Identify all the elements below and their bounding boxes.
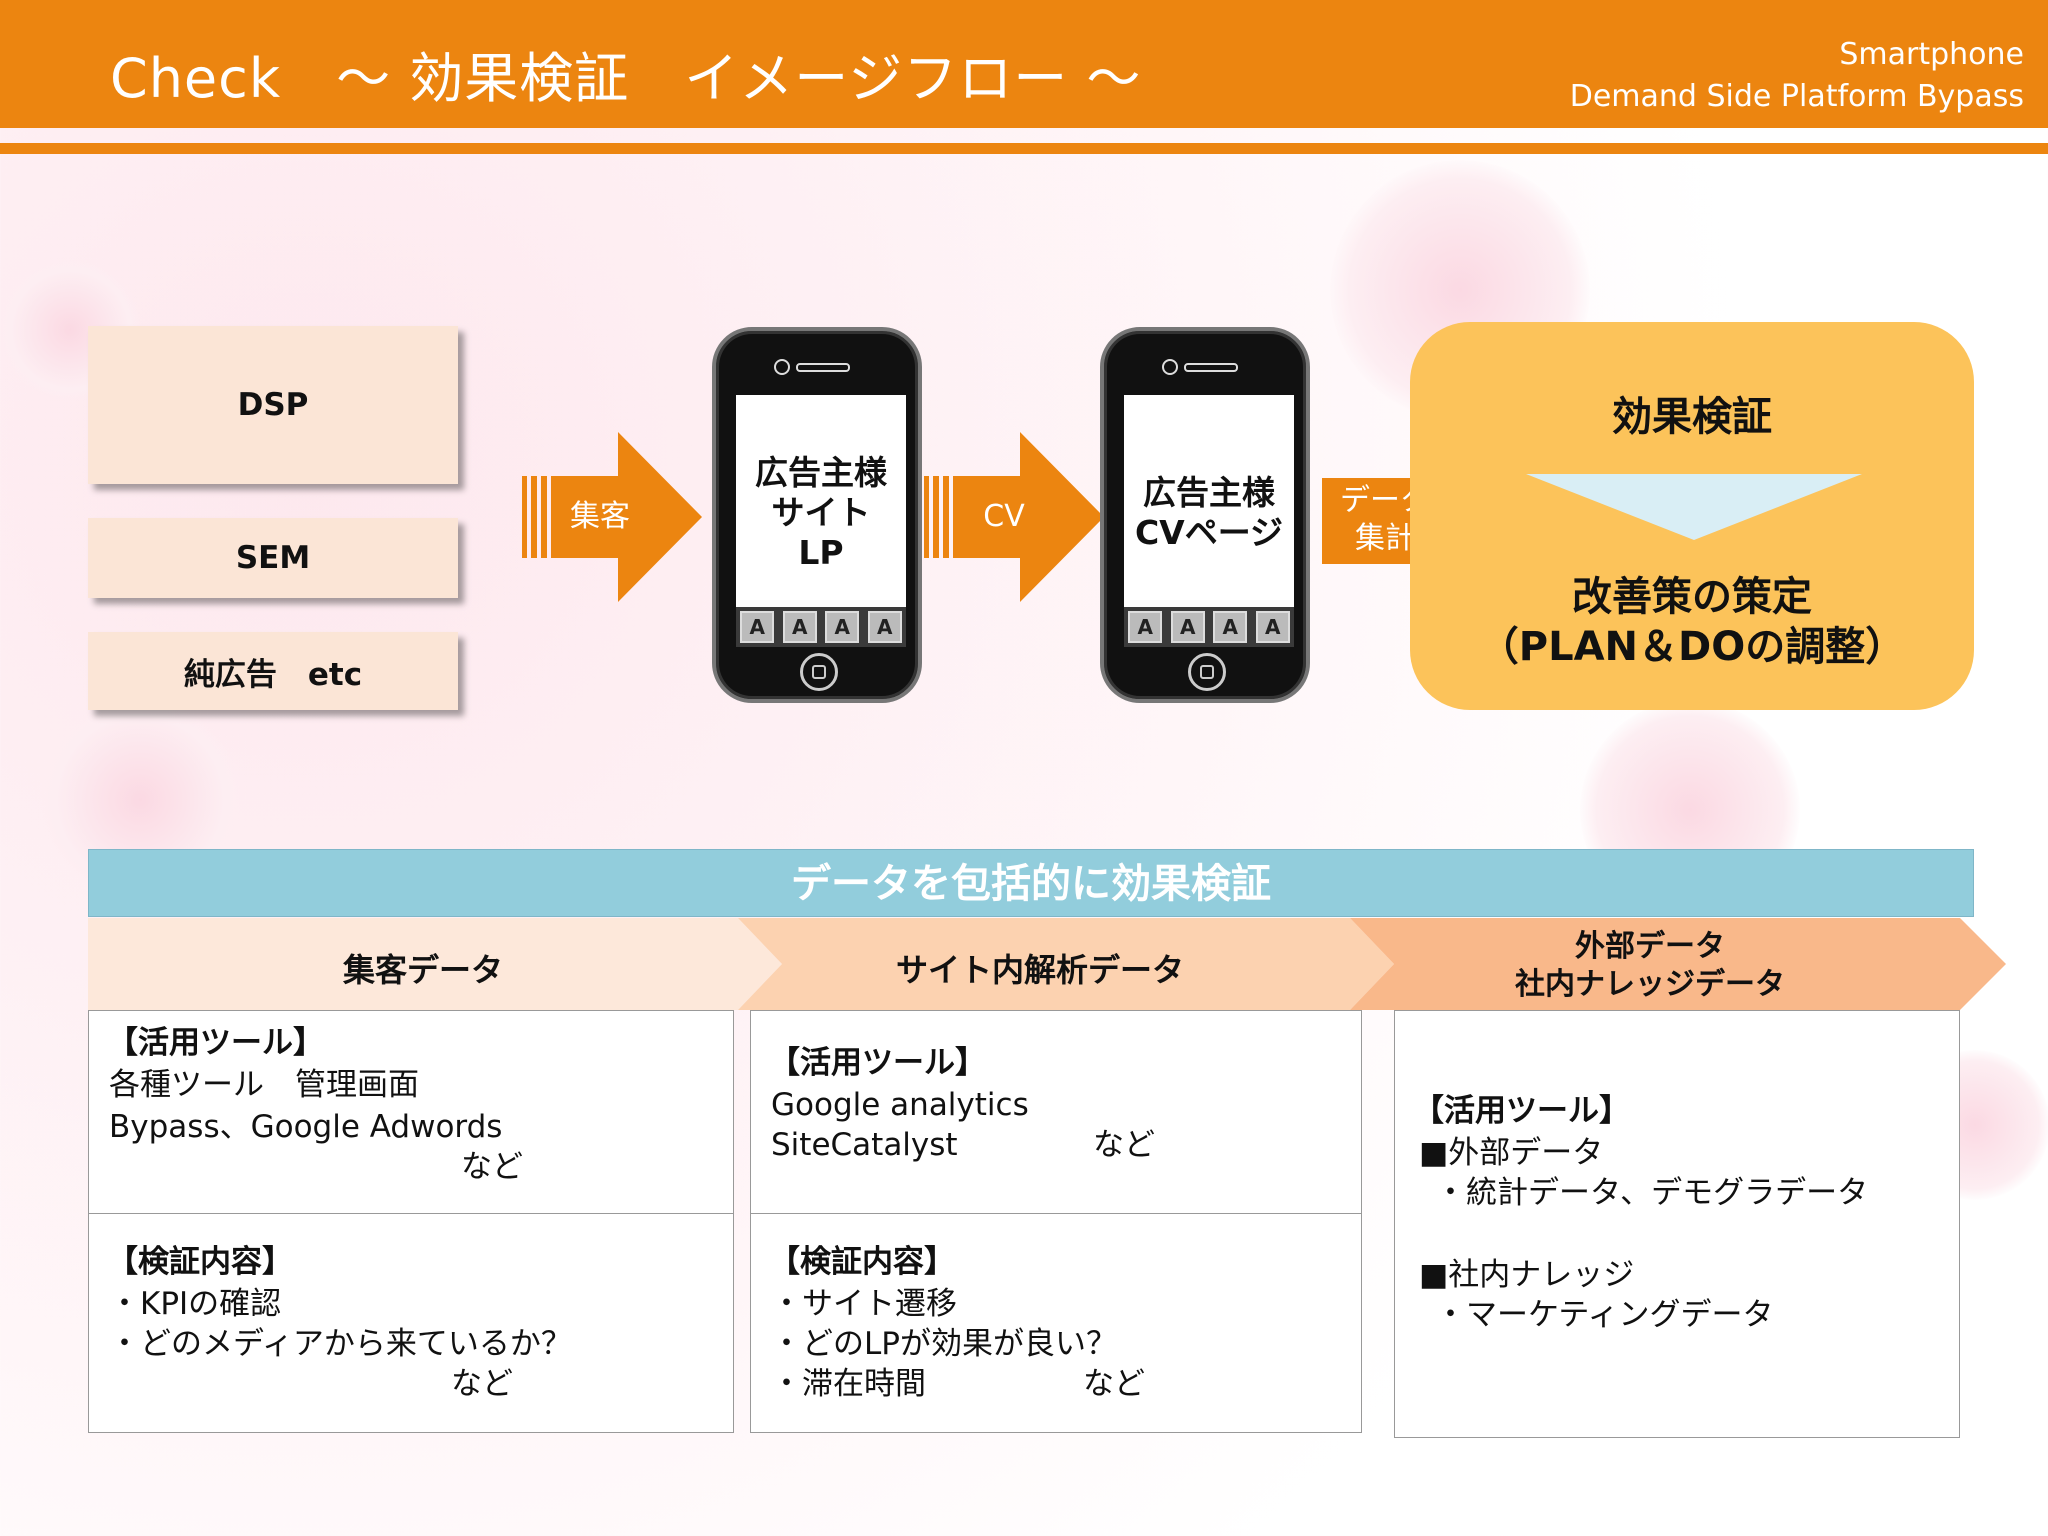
cell-text: など [1093, 1127, 1155, 1163]
cell-text: 【活用ツール】 [769, 1043, 986, 1084]
cell-text: など [461, 1149, 523, 1185]
header-bar [0, 0, 2048, 128]
phone-text-line-3: LP [798, 533, 844, 572]
column-head-acquire: 集客データ [342, 951, 503, 989]
phone-cv-page: 広告主様 CVページ A A A A [1100, 327, 1310, 703]
cell-text: SiteCatalyst [771, 1127, 958, 1163]
key-icon: A [825, 611, 860, 643]
effect-subtitle-line-2: （PLAN＆DOの調整） [1478, 624, 1906, 670]
source-box-pure-ad: 純広告 etc [88, 632, 458, 710]
phone-text-line-1: 広告主様 [755, 453, 887, 492]
effect-verification-box: 効果検証 改善策の策定 （PLAN＆DOの調整） [1410, 322, 1974, 710]
source-box-sem: SEM [88, 518, 458, 598]
column-head-external-line-2: 社内ナレッジデータ [1515, 967, 1785, 1002]
phone-screen: 広告主様 サイト LP [736, 395, 906, 607]
source-box-dsp: DSP [88, 326, 458, 484]
arrow-cv-shape [924, 432, 1104, 602]
brand-line-2: Demand Side Platform Bypass [1569, 79, 2024, 114]
key-icon: A [1213, 611, 1248, 643]
camera-icon [774, 359, 790, 375]
column-header-chevrons [88, 918, 2006, 1010]
arrow-data-label-line-2: 集計 [1355, 521, 1415, 556]
brand-text: Smartphone Demand Side Platform Bypass [1570, 34, 2024, 118]
arrow-acquire-shape [522, 432, 702, 602]
key-icon: A [782, 611, 817, 643]
cell-text: 【検証内容】 [107, 1242, 293, 1283]
phone-landing-page: 広告主様 サイト LP A A A A [712, 327, 922, 703]
phone-text-line-2: CVページ [1134, 513, 1284, 552]
phone-screen-text: 広告主様 サイト LP [736, 453, 906, 573]
cell-text: 【活用ツール】 [107, 1023, 324, 1064]
table-band: データを包括的に効果検証 [88, 849, 1974, 917]
cell-external: 【活用ツール】 ■外部データ ・統計データ、デモグラデータ ■社内ナレッジ ・マ… [1394, 1010, 1960, 1438]
tools-heading: 【活用ツール】 [769, 1045, 986, 1081]
cell-text: 各種ツール 管理画面 [109, 1067, 419, 1103]
phone-text-line-1: 広告主様 [1143, 473, 1275, 512]
table-band-title: データを包括的に効果検証 [791, 861, 1271, 907]
arrow-cv-label: CV [983, 499, 1025, 534]
effect-subtitle: 改善策の策定 （PLAN＆DOの調整） [1410, 572, 1974, 672]
phone-text-line-2: サイト [771, 493, 871, 532]
cell-text: ・どのLPが効果が良い？ [771, 1326, 1117, 1362]
key-icon: A [1128, 611, 1163, 643]
effect-title: 効果検証 [1612, 394, 1772, 440]
tools-heading: 【活用ツール】 [107, 1025, 324, 1061]
phone-keys: A A A A [736, 607, 906, 647]
cell-text: 【検証内容】 [769, 1242, 955, 1283]
phone-keys: A A A A [1124, 607, 1294, 647]
arrow-acquire-label: 集客 [570, 499, 630, 534]
speaker-icon [796, 363, 850, 372]
key-icon: A [1170, 611, 1205, 643]
tools-heading: 【活用ツール】 [1413, 1093, 1630, 1129]
cell-text: ・マーケティングデータ [1435, 1297, 1774, 1333]
key-icon: A [740, 611, 775, 643]
effect-subtitle-line-1: 改善策の策定 [1572, 574, 1812, 620]
header-rule [0, 143, 2048, 154]
page-title: Check ～ 効果検証 イメージフロー ～ [110, 47, 1142, 110]
verify-heading: 【検証内容】 [769, 1244, 955, 1280]
cell-text: 【活用ツール】 [1413, 1091, 1630, 1132]
cell-acquire-verify: 【検証内容】 ・KPIの確認 ・どのメディアから来ているか？ など [88, 1213, 734, 1433]
cell-site-tools: 【活用ツール】 Google analytics SiteCatalyst など [750, 1010, 1362, 1214]
phone-screen-text: 広告主様 CVページ [1124, 473, 1294, 553]
column-head-site: サイト内解析データ [895, 951, 1184, 989]
camera-icon [1162, 359, 1178, 375]
cell-text: ■社内ナレッジ [1419, 1257, 1635, 1293]
brand-line-1: Smartphone [1839, 37, 2024, 72]
cell-text: ・KPIの確認 [109, 1286, 282, 1322]
speaker-icon [1184, 363, 1238, 372]
down-triangle-icon [1526, 474, 1862, 540]
home-button-icon [1188, 653, 1226, 691]
key-icon: A [1255, 611, 1290, 643]
home-button-icon [800, 653, 838, 691]
cell-text: ・サイト遷移 [771, 1286, 957, 1322]
column-head-external-line-1: 外部データ [1575, 929, 1725, 964]
key-icon: A [867, 611, 902, 643]
cell-text: など [1083, 1366, 1145, 1402]
cell-text: Google analytics [771, 1087, 1029, 1123]
cell-text: Bypass、Google Adwords [109, 1109, 503, 1145]
cell-text: ・どのメディアから来ているか？ [109, 1326, 572, 1362]
verify-heading: 【検証内容】 [107, 1244, 293, 1280]
cell-text: ・滞在時間 [771, 1366, 926, 1402]
cell-text: など [451, 1366, 513, 1402]
cell-text: ■外部データ [1419, 1135, 1604, 1171]
cell-acquire-tools: 【活用ツール】 各種ツール 管理画面 Bypass、Google Adwords… [88, 1010, 734, 1214]
arrow-acquire: 集客 [522, 432, 702, 602]
cell-site-verify: 【検証内容】 ・サイト遷移 ・どのLPが効果が良い？ ・滞在時間 など [750, 1213, 1362, 1433]
column-head-external: 外部データ 社内ナレッジデータ [1360, 928, 1940, 1004]
phone-screen: 広告主様 CVページ [1124, 395, 1294, 607]
arrow-cv: CV [924, 432, 1104, 602]
cell-text: ・統計データ、デモグラデータ [1435, 1175, 1869, 1211]
